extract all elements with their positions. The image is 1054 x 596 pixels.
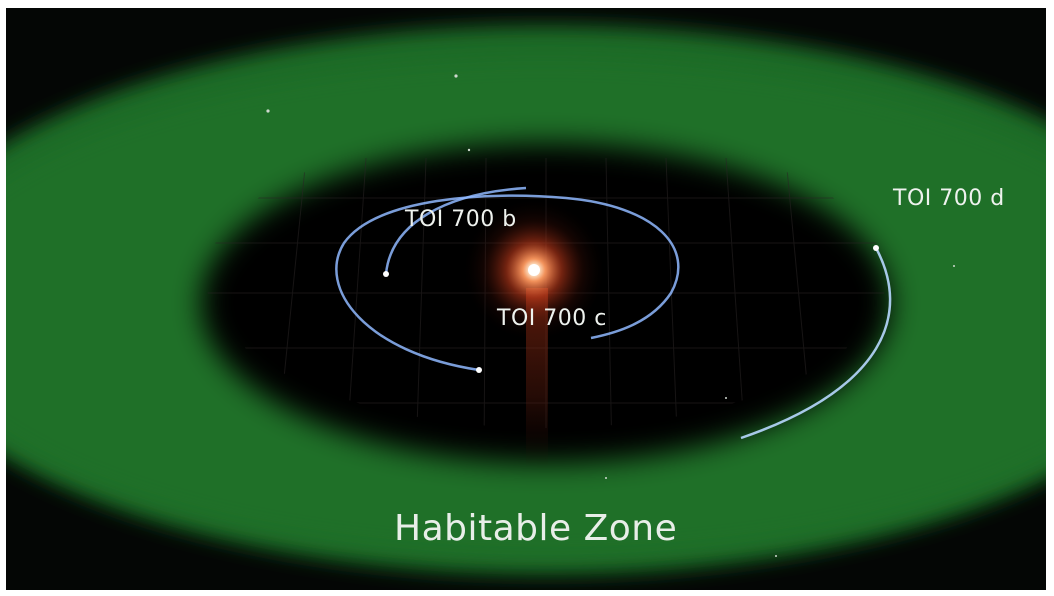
planet-label-c: TOI 700 c xyxy=(497,306,607,331)
background-stars xyxy=(266,74,955,557)
orbit-b xyxy=(384,186,527,275)
planet-label-d: TOI 700 d xyxy=(893,186,1005,211)
planet-c-dot xyxy=(476,367,482,373)
orbit-c xyxy=(335,194,680,372)
star-core xyxy=(528,264,540,276)
planet-label-b: TOI 700 b xyxy=(405,207,517,232)
illustration: TOI 700 b TOI 700 c TOI 700 d Habitable … xyxy=(6,8,1046,590)
orbit-d xyxy=(740,247,892,440)
planet-b-dot xyxy=(383,271,389,277)
habitable-zone-label: Habitable Zone xyxy=(394,508,678,549)
toi-700-system-diagram xyxy=(6,25,1046,575)
planet-d-dot xyxy=(873,245,879,251)
